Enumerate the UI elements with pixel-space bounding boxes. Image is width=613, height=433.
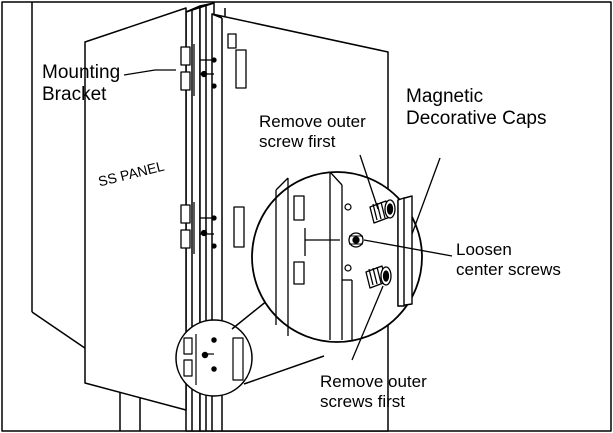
remove-outer-top-line-2: screw first: [259, 132, 336, 151]
leader-remove-outer-bottom: [351, 285, 384, 361]
loosen-center-label: Loosen center screws: [456, 240, 561, 280]
leader-magnetic-caps: [411, 157, 441, 235]
magnetic-cap: [397, 195, 413, 307]
mounting-bracket-middle: [180, 202, 245, 254]
top-outer-screw: [369, 199, 396, 224]
remove-outer-top-line-1: Remove outer: [259, 112, 366, 131]
zoom-connector-top: [231, 299, 269, 330]
mounting-bracket-line-2: Bracket: [42, 84, 107, 105]
remove-outer-bottom-line-1: Remove outer: [320, 372, 427, 391]
remove-outer-bottom-line-2: screws first: [320, 392, 405, 411]
magnetic-caps-line-2: Decorative Caps: [406, 108, 547, 129]
leader-remove-outer-top: [359, 154, 379, 210]
bottom-outer-screw: [365, 265, 392, 289]
ss-panel: [84, 7, 187, 411]
magnetic-caps-label: Magnetic Decorative Caps: [406, 86, 546, 130]
loosen-center-line-1: Loosen: [456, 240, 512, 259]
detail-circle-small: [175, 319, 253, 397]
remove-outer-bottom-label: Remove outer screws first: [320, 372, 427, 412]
remove-outer-top-label: Remove outer screw first: [259, 112, 366, 152]
leader-lines: [123, 69, 453, 361]
leader-mounting-bracket: [123, 69, 176, 76]
magnetic-caps-line-1: Magnetic: [406, 86, 484, 107]
loosen-center-line-2: center screws: [456, 260, 561, 279]
mounting-bracket-line-1: Mounting: [42, 62, 121, 83]
center-screw: [348, 232, 364, 248]
detail-circle-large: [251, 171, 423, 343]
mounting-bracket-label: Mounting Bracket: [42, 62, 120, 106]
leader-loosen-center: [363, 239, 453, 257]
mounting-bracket-top: [180, 33, 247, 96]
zoom-connector-bottom: [243, 355, 325, 385]
